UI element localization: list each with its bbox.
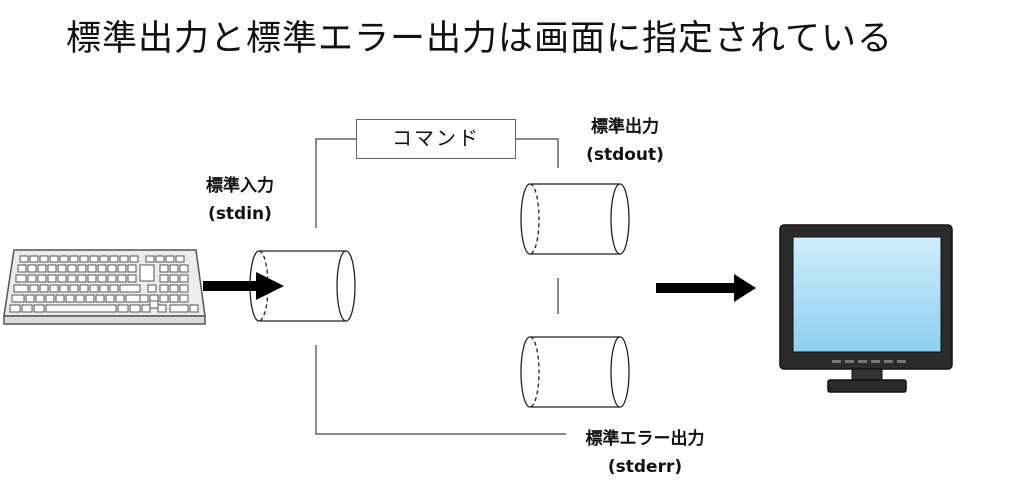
stderr-pipe [520,336,630,408]
stderr-name: 標準エラー出力 [585,429,705,449]
stderr-label: 標準エラー出力 (stderr) [560,425,730,481]
output-arrow [656,274,756,302]
stdin-name: 標準入力 [206,176,274,196]
stdin-label: 標準入力 (stdin) [185,172,295,228]
stdout-label: 標準出力 (stdout) [570,113,680,169]
stderr-code: (stderr) [607,457,683,477]
stdin-code: (stdin) [208,204,272,224]
input-arrow [203,272,284,300]
command-box: コマンド [356,119,516,159]
stdout-code: (stdout) [586,145,664,165]
diagram-title: 標準出力と標準エラー出力は画面に指定されている [66,19,893,59]
monitor-icon [779,224,953,393]
command-frame [315,138,566,435]
keyboard-icon [3,249,206,325]
stdout-name: 標準出力 [591,117,659,137]
stdout-pipe [520,183,630,255]
